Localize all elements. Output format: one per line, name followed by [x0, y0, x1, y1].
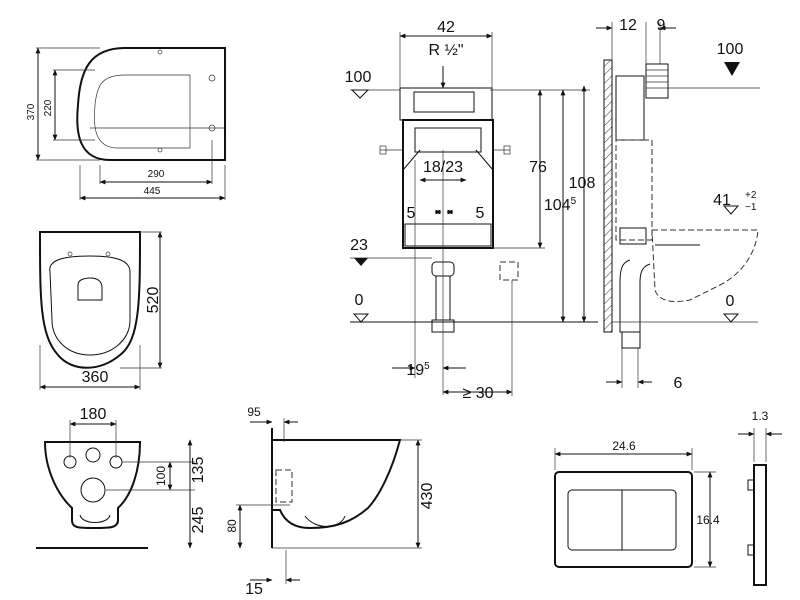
tolerance-plus-label: +2: [745, 190, 757, 201]
bowl-projection-label: 520: [145, 287, 162, 314]
outlet-height-label: 245: [190, 507, 207, 534]
lower-fix-height-label: 100: [154, 466, 168, 486]
seat-height-value: 41: [713, 192, 731, 209]
offset-left-label: 5: [407, 205, 416, 222]
pipe-spacing-label: 18/23: [423, 159, 463, 176]
tolerance-minus-label: −1: [745, 202, 757, 213]
height-104-value: 104: [544, 197, 571, 214]
side-level-0-label: 0: [726, 293, 735, 310]
side-top-offset-label: 95: [247, 405, 261, 419]
bowl-side-view: 95 430 80 15: [225, 405, 436, 598]
actuator-plate-view: 24.6 16.4 1.3: [554, 409, 782, 586]
side-outlet-height-label: 80: [225, 519, 239, 533]
level-23-label: 23: [350, 237, 368, 254]
frame-side-view: 12 9 100 41 +2 −1 0 6: [596, 17, 760, 392]
side-depth-9-label: 9: [657, 17, 666, 34]
offset-right-label: 5: [476, 205, 485, 222]
plate-thickness-label: 1.3: [752, 409, 769, 423]
plate-width-label: 24.6: [612, 439, 636, 453]
min-30-label: ≥ 30: [462, 385, 493, 402]
seat-height-label: 41: [713, 192, 731, 209]
offset-19-label: 195: [406, 361, 430, 379]
side-offset-6-label: 6: [674, 375, 683, 392]
seat-hinge-depth-label: 220: [43, 99, 54, 116]
offset-19-value: 19: [406, 362, 424, 379]
side-height-label: 430: [419, 483, 436, 510]
height-76-label: 76: [529, 159, 547, 176]
height-108-label: 108: [569, 175, 596, 192]
bowl-top-view: 520 360: [38, 231, 163, 390]
seat-length-label: 445: [144, 186, 161, 197]
offset-19-sup: 5: [424, 361, 430, 372]
front-level-100-label: 100: [345, 69, 372, 86]
side-outlet-offset-label: 15: [245, 581, 263, 598]
side-level-100-label: 100: [717, 41, 744, 58]
plate-height-label: 16.4: [696, 513, 720, 527]
height-104-sup: 5: [571, 196, 577, 207]
supply-thread-label: R ½": [428, 42, 463, 59]
fixing-spacing-label: 180: [80, 406, 107, 423]
height-104-label: 1045: [544, 196, 577, 214]
bowl-width-label: 360: [82, 369, 109, 386]
bowl-front-view: 180 135 100 245: [36, 406, 207, 549]
seat-top-view: 370 220 290 445: [26, 47, 226, 201]
seat-depth-label: 370: [26, 103, 37, 120]
front-level-0-label: 0: [355, 292, 364, 309]
side-depth-12-label: 12: [619, 17, 637, 34]
frame-front-view: 42 R ½" 100 18/23 5 5 76 1045 108 23 0 1…: [345, 19, 598, 402]
frame-width-label: 42: [437, 19, 455, 36]
upper-fix-height-label: 135: [190, 457, 207, 484]
seat-hinge-width-label: 290: [148, 169, 165, 180]
